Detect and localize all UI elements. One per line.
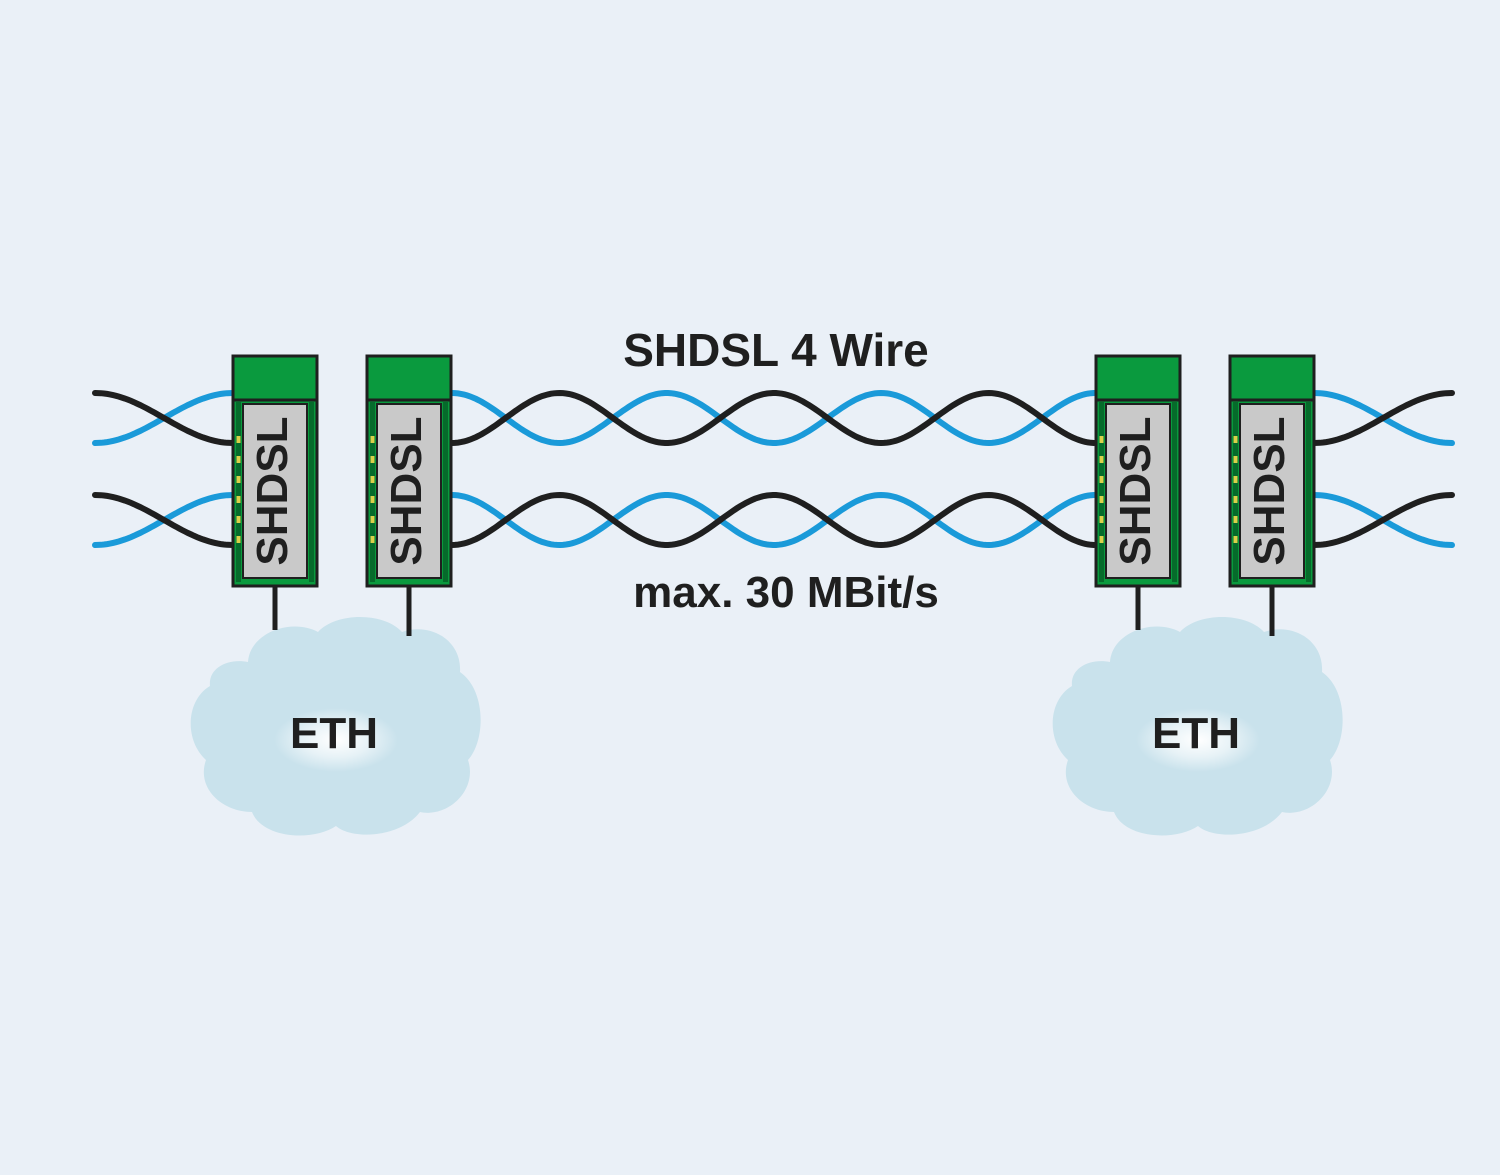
module-side-strip — [236, 402, 241, 582]
module-label: SHDSL — [1245, 416, 1294, 565]
black-wire — [1311, 390, 1455, 446]
twisted-pair-wires — [92, 389, 1455, 549]
module-led — [1099, 516, 1104, 523]
module-led — [236, 436, 241, 443]
module-panel — [376, 403, 442, 579]
module-led — [1099, 456, 1104, 463]
module-led — [1099, 436, 1104, 443]
module-led — [1233, 496, 1238, 503]
module-led — [1099, 536, 1104, 543]
module-led — [1233, 476, 1238, 483]
module-side-strip — [443, 402, 448, 582]
link-title: SHDSL 4 Wire — [623, 324, 929, 376]
black-wire — [449, 491, 1097, 549]
black-wire — [92, 390, 236, 446]
link-speed: max. 30 MBit/s — [633, 568, 939, 617]
module-led — [1233, 456, 1238, 463]
eth-cloud-right — [1052, 617, 1343, 836]
module-side-strip — [1306, 402, 1311, 582]
eth-label-right: ETH — [1152, 709, 1240, 758]
shdsl-module: SHDSL — [1228, 354, 1316, 588]
eth-label-left: ETH — [290, 709, 378, 758]
module-led — [236, 476, 241, 483]
module-led — [236, 536, 241, 543]
module-led — [236, 496, 241, 503]
black-wire — [449, 389, 1097, 447]
blue-wire — [449, 389, 1097, 447]
module-led — [370, 536, 375, 543]
module-led — [1099, 496, 1104, 503]
module-connectors — [272, 586, 1275, 636]
module-led — [370, 436, 375, 443]
module-side-strip — [1233, 402, 1238, 582]
shdsl-module: SHDSL — [1094, 354, 1182, 588]
shdsl-modules: SHDSL SHDSL SHDSL SHDSL — [231, 354, 1316, 588]
module-led — [1099, 476, 1104, 483]
module-side-strip — [309, 402, 314, 582]
module-led — [370, 456, 375, 463]
module-led — [236, 516, 241, 523]
module-panel — [242, 403, 308, 579]
black-wire — [1311, 492, 1455, 548]
module-led — [370, 476, 375, 483]
module-label: SHDSL — [1111, 416, 1160, 565]
module-led — [1233, 516, 1238, 523]
shdsl-module: SHDSL — [365, 354, 453, 588]
module-side-strip — [1099, 402, 1104, 582]
shdsl-module: SHDSL — [231, 354, 319, 588]
module-led — [236, 456, 241, 463]
module-label: SHDSL — [382, 416, 431, 565]
module-led — [370, 496, 375, 503]
module-led — [1233, 536, 1238, 543]
module-side-strip — [370, 402, 375, 582]
module-led — [1233, 436, 1238, 443]
black-wire — [92, 492, 236, 548]
module-label: SHDSL — [248, 416, 297, 565]
module-panel — [1105, 403, 1171, 579]
module-led — [370, 516, 375, 523]
blue-wire — [449, 491, 1097, 549]
eth-cloud-left — [190, 617, 481, 836]
module-side-strip — [1172, 402, 1177, 582]
module-panel — [1239, 403, 1305, 579]
